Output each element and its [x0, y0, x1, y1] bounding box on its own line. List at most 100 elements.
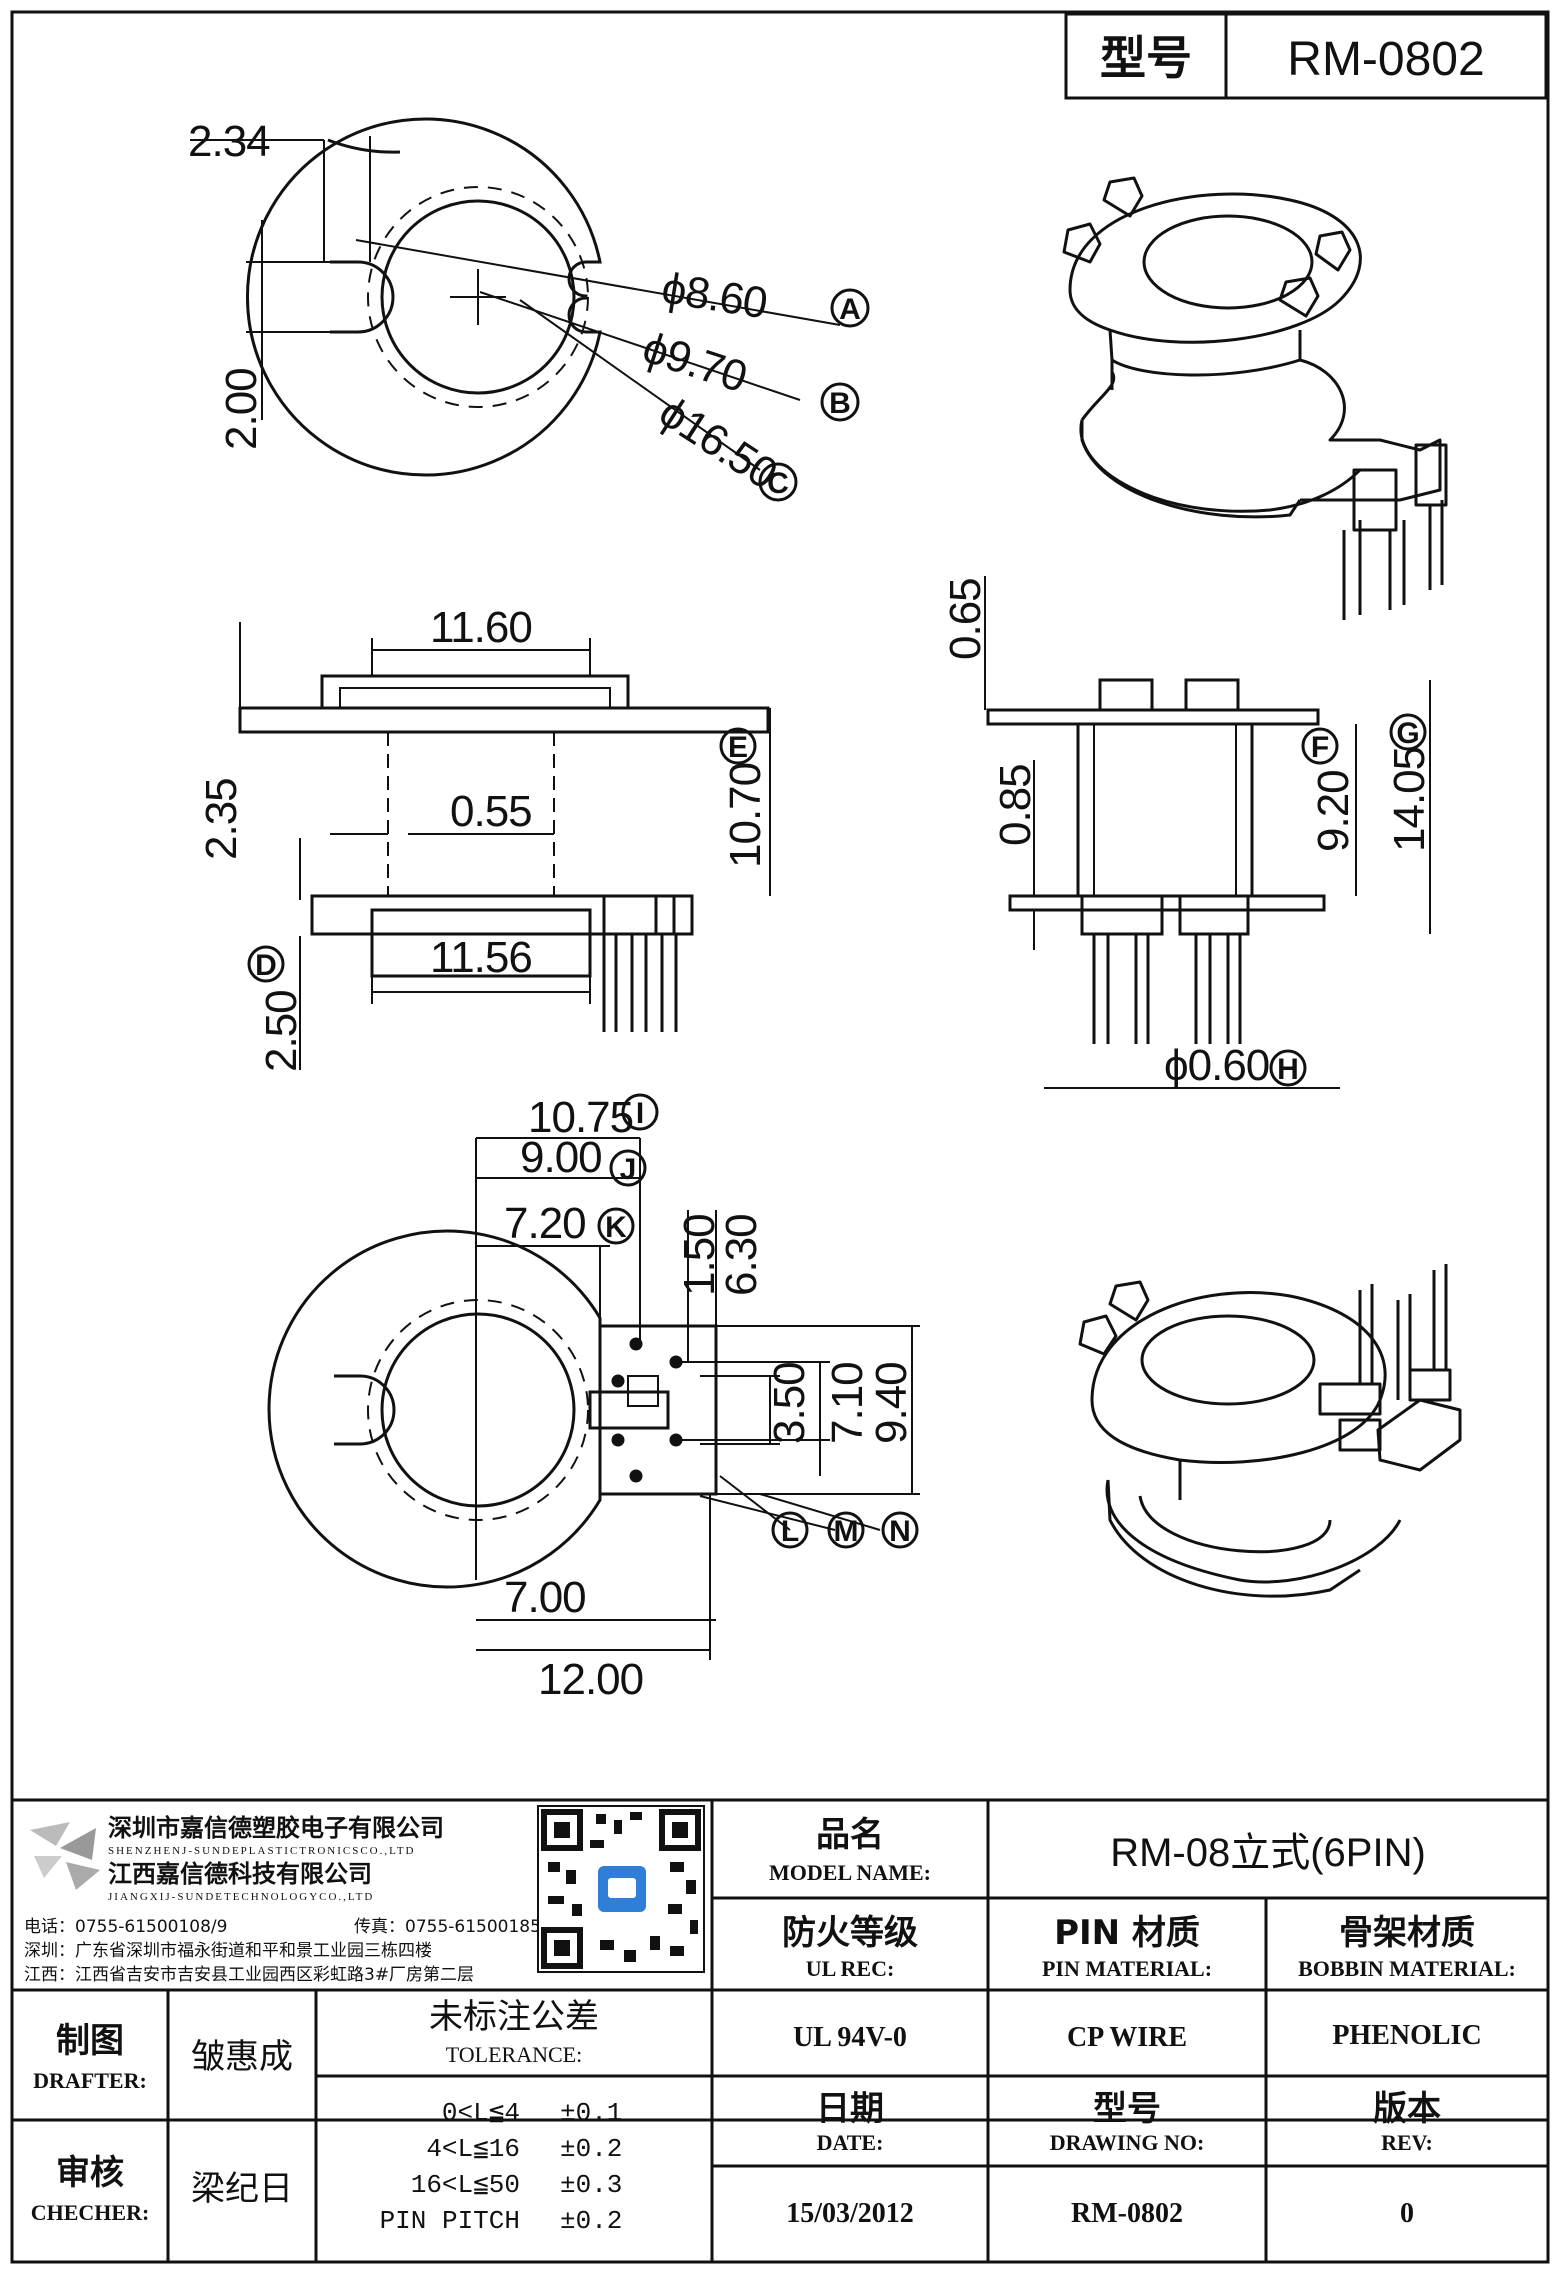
ref-l-marker: L — [771, 1511, 809, 1549]
tolerance-value-3: ±0.2 — [560, 2206, 622, 2236]
company-name-jx-en: JIANGXIJ-SUNDETECHNOLOGYCO.,LTD — [108, 1891, 374, 1903]
drawing-no-cn: 型号 — [1093, 2089, 1161, 2129]
company-phone: 电话：0755-61500108/9 — [24, 1917, 227, 1937]
svg-text:B: B — [829, 387, 851, 420]
bottom-view — [267, 1137, 920, 1660]
rev-en: REV: — [1381, 2130, 1433, 2155]
ref-m-marker: M — [827, 1511, 865, 1549]
ref-e-marker: E — [719, 727, 757, 765]
tolerance-value-1: ±0.2 — [560, 2134, 622, 2164]
tolerance-range-1: 4<L≦16 — [426, 2134, 520, 2164]
tolerance-cn: 未标注公差 — [429, 1997, 599, 2037]
top-view-notch-left — [330, 260, 395, 334]
tolerance-range-2: 16<L≦50 — [411, 2170, 520, 2200]
tolerance-table: 0<L≦4 ±0.1 4<L≦16 ±0.2 16<L≦50 ±0.3 PIN … — [380, 2098, 623, 2236]
rev-value: 0 — [1400, 2198, 1414, 2229]
company-name-jx: 江西嘉信德科技有限公司 — [108, 1860, 372, 1888]
bobbin-value: PHENOLIC — [1332, 2020, 1481, 2051]
ref-b-marker: B — [820, 382, 860, 422]
ref-h-marker: H — [1269, 1049, 1307, 1087]
model-name-en: MODEL NAME: — [769, 1860, 931, 1885]
tolerance-range-0: 0<L≦4 — [442, 2098, 520, 2128]
drafter-name: 皱惠成 — [191, 2037, 293, 2077]
dim-10-70: 10.70 — [721, 763, 770, 868]
dim-10-75: 10.75 — [528, 1093, 633, 1142]
date-value: 15/03/2012 — [786, 2198, 914, 2229]
top-view-notch-upper — [327, 138, 401, 154]
dim-2-00: 2.00 — [217, 368, 266, 450]
dim-7-10: 7.10 — [823, 1362, 872, 1444]
svg-text:G: G — [1396, 717, 1419, 750]
model-name-cn: 品名 — [816, 1815, 884, 1855]
company-addr-sz: 深圳：广东省深圳市福永街道和平和景工业园三栋四楼 — [24, 1941, 432, 1961]
dim-3-50: 3.50 — [765, 1362, 814, 1444]
dim-0-55: 0.55 — [450, 787, 532, 836]
company-fax: 传真：0755-61500185 — [354, 1917, 541, 1937]
drafter-cn: 制图 — [56, 2021, 124, 2061]
dim-0-65: 0.65 — [941, 578, 990, 660]
ref-g-marker: G — [1389, 713, 1427, 751]
ref-n-marker: N — [881, 1511, 919, 1549]
dim-2-50: 2.50 — [257, 990, 306, 1072]
drafter-en: DRAFTER: — [33, 2068, 147, 2093]
dim-7-00: 7.00 — [504, 1573, 586, 1622]
dim-dia-8-60: ϕ8.60 — [658, 263, 770, 328]
dim-7-20: 7.20 — [504, 1199, 586, 1248]
top-view — [190, 117, 841, 477]
checker-en: CHECHER: — [31, 2200, 150, 2225]
dim-12-00: 12.00 — [538, 1655, 643, 1704]
sheet-border — [10, 10, 1550, 2264]
top-view-dashed-circle — [367, 186, 589, 408]
ref-k-marker: K — [597, 1207, 635, 1245]
drawing-no-value: RM-0802 — [1071, 2198, 1183, 2229]
svg-text:H: H — [1277, 1053, 1299, 1086]
date-en: DATE: — [817, 2130, 884, 2155]
tolerance-value-0: ±0.1 — [560, 2098, 622, 2128]
svg-text:A: A — [839, 293, 861, 326]
front-view — [238, 622, 771, 1070]
dim-14-05: 14.05 — [1385, 747, 1434, 852]
dim-9-20: 9.20 — [1309, 770, 1358, 852]
dim-6-30: 6.30 — [717, 1214, 766, 1296]
dim-0-85: 0.85 — [991, 764, 1040, 846]
svg-text:I: I — [636, 1097, 644, 1130]
company-logo — [30, 1822, 100, 1890]
dim-dia-16-50: ϕ16.50 — [651, 387, 786, 498]
header-model-box: 型号 RM-0802 — [1064, 12, 1548, 100]
date-cn: 日期 — [816, 2089, 884, 2129]
dim-11-60: 11.60 — [430, 603, 532, 652]
ref-j-marker: J — [609, 1149, 647, 1187]
top-view-inner-circle — [380, 199, 576, 395]
ref-d-marker: D — [247, 945, 285, 983]
checker-cn: 审核 — [56, 2153, 124, 2193]
svg-text:K: K — [605, 1211, 627, 1244]
tolerance-value-2: ±0.3 — [560, 2170, 622, 2200]
dim-2-34: 2.34 — [188, 117, 270, 166]
svg-text:M: M — [834, 1515, 859, 1548]
svg-text:E: E — [728, 731, 748, 764]
drawing-no-en: DRAWING NO: — [1050, 2130, 1205, 2155]
top-view-flange — [246, 117, 602, 477]
bobbin-material-cn: 骨架材质 — [1339, 1913, 1475, 1953]
pin-value: CP WIRE — [1067, 2022, 1187, 2053]
header-model-label: 型号 — [1100, 31, 1192, 85]
tolerance-en: TOLERANCE: — [446, 2042, 582, 2067]
header-model-value: RM-0802 — [1287, 33, 1484, 86]
title-block-grid — [12, 1798, 1548, 2262]
tolerance-range-3: PIN PITCH — [380, 2206, 520, 2236]
svg-text:L: L — [781, 1515, 799, 1548]
checker-name: 梁纪日 — [191, 2169, 293, 2209]
ref-i-marker: I — [621, 1093, 659, 1131]
dim-11-56: 11.56 — [430, 933, 532, 982]
svg-text:D: D — [255, 949, 277, 982]
rev-cn: 版本 — [1373, 2089, 1441, 2129]
pin-material-en: PIN MATERIAL: — [1042, 1956, 1212, 1981]
model-name-value: RM-08立式(6PIN) — [1110, 1831, 1426, 1875]
svg-text:F: F — [1311, 731, 1329, 764]
dim-dia-9-70: ϕ9.70 — [637, 323, 752, 402]
dim-2-35: 2.35 — [197, 778, 246, 860]
svg-text:N: N — [889, 1515, 911, 1548]
ul-rec-en: UL REC: — [806, 1956, 895, 1981]
dim-dia-0-60: ϕ0.60 — [1164, 1041, 1269, 1090]
